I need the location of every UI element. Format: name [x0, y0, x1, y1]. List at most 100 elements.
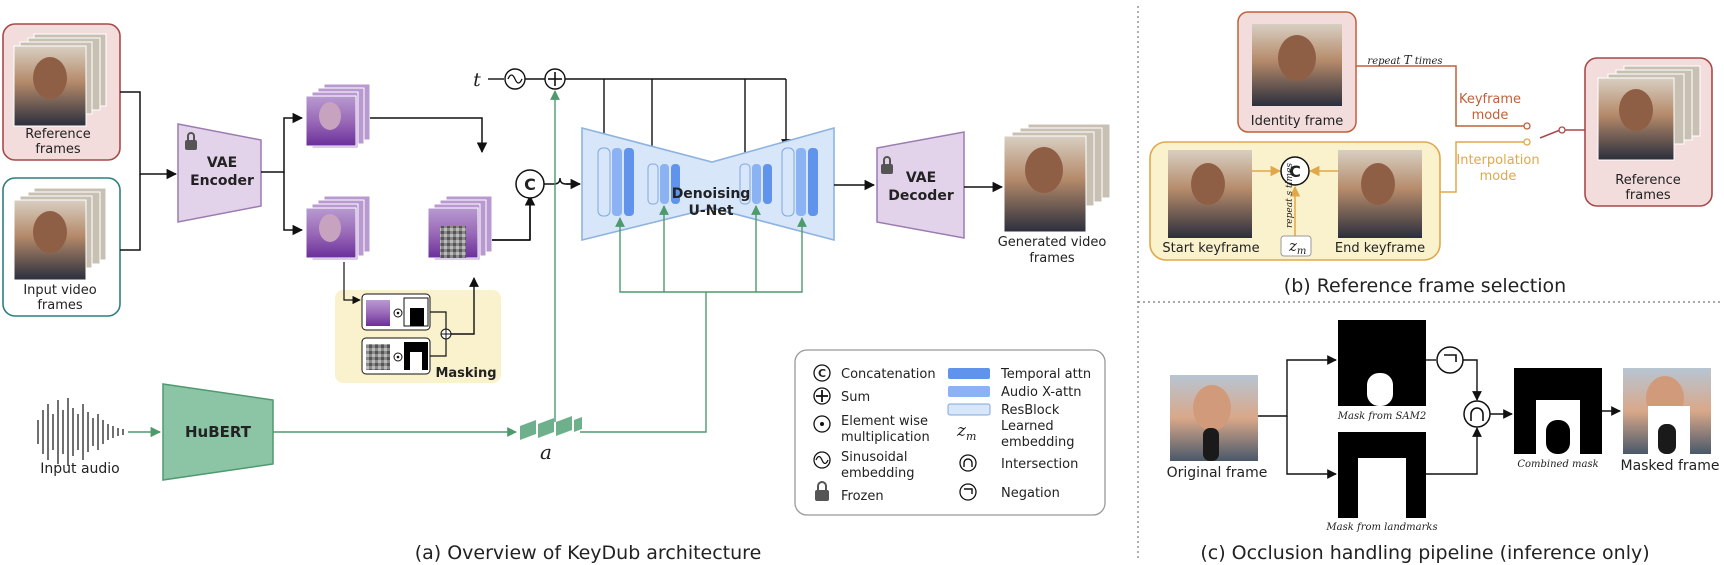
keyframe-selection-group: Start keyframe End keyframe C repeat s t…	[1149, 141, 1441, 261]
a-symbol: a	[540, 440, 552, 464]
intersection-op-icon	[1463, 400, 1491, 428]
legend-intersection-icon	[959, 454, 977, 472]
input-audio-label: Input audio	[40, 461, 120, 477]
legend-negation-icon	[959, 483, 977, 501]
panel-b-reference-frames: Reference frames	[1584, 57, 1713, 207]
identity-frame-label: Identity frame	[1251, 114, 1344, 129]
generated-frames-stack: Generated video frames	[998, 123, 1111, 266]
masked-latent-stack	[427, 195, 493, 261]
input-to-encoder-line	[120, 174, 141, 251]
ref-latent-to-concat-arrow	[370, 117, 488, 154]
panel-a-caption: (a) Overview of KeyDub architecture	[415, 542, 762, 564]
legend-concat-icon	[813, 364, 831, 382]
decoder-lock-icon	[881, 164, 893, 174]
reference-to-encoder-arrow	[120, 91, 178, 180]
mask-sam2	[1338, 320, 1426, 406]
encoder-to-input-latent-arrow	[283, 172, 304, 236]
vae-decoder-label-2: Decoder	[888, 188, 954, 204]
panel-b-reference-label-1: Reference	[1615, 173, 1680, 188]
identity-frame-group: Identity frame	[1237, 11, 1357, 133]
vae-encoder-label-2: Encoder	[190, 173, 254, 189]
legend-resblock-swatch	[947, 403, 991, 416]
vae-encoder-label-1: VAE	[207, 155, 237, 171]
encoder-to-ref-latent-arrow	[261, 112, 304, 173]
audio-embedding-blocks	[520, 416, 582, 440]
input-video-label-2: frames	[37, 298, 83, 313]
legend-intersection: Intersection	[1001, 457, 1078, 472]
keyframe-mode-label-2: mode	[1472, 108, 1509, 123]
end-keyframe-label: End keyframe	[1335, 241, 1425, 256]
unet-resblock-1	[597, 147, 611, 217]
panel-b-reference-label-2: frames	[1625, 188, 1671, 203]
audio-feed-1	[580, 217, 707, 433]
mask-landmarks	[1338, 432, 1426, 518]
vae-encoder: VAE Encoder	[177, 123, 262, 223]
panel-b-caption: (b) Reference frame selection	[1284, 275, 1566, 297]
masked-frame-label: Masked frame	[1620, 458, 1719, 474]
legend-temporal-attn: Temporal attn	[1000, 367, 1091, 382]
vae-decoder-label-1: VAE	[906, 170, 936, 186]
hubert-label: HuBERT	[185, 423, 252, 441]
legend-sinusoidal-1: Sinusoidal	[841, 450, 908, 465]
encoder-lock-icon	[185, 140, 197, 150]
mask-landmarks-label: Mask from landmarks	[1325, 522, 1437, 533]
unet-label-2: U-Net	[688, 203, 733, 219]
legend-elementwise-1: Element wise	[841, 414, 928, 429]
generated-label-1: Generated video	[998, 235, 1107, 250]
hubert-encoder: HuBERT	[162, 383, 274, 481]
svg-text:C: C	[1289, 162, 1301, 181]
legend: C Concatenation Sum Element wise multipl…	[794, 349, 1106, 516]
keyframe-mode-label-1: Keyframe	[1459, 92, 1521, 107]
vae-decoder: VAE Decoder	[876, 131, 965, 239]
legend-learned-2: embedding	[1001, 435, 1075, 450]
original-frame-label: Original frame	[1167, 465, 1268, 481]
interpolation-mode-label-2: mode	[1480, 169, 1517, 184]
masked-to-concat-line	[492, 196, 531, 241]
legend-audio-xattn: Audio X-attn	[1001, 385, 1081, 400]
reference-frames-label-2: frames	[35, 142, 81, 157]
input-video-group: Input video frames	[2, 177, 121, 317]
svg-text:C: C	[818, 367, 826, 380]
legend-learned-1: Learned	[1001, 419, 1054, 434]
legend-lock-icon	[815, 490, 829, 501]
interpolation-mode-line	[1440, 141, 1524, 193]
unet-temporal-attn-1	[624, 148, 634, 216]
unet-label-1: Denoising	[672, 186, 751, 202]
legend-sum: Sum	[841, 390, 870, 405]
legend-temporal-swatch	[948, 368, 990, 379]
legend-frozen: Frozen	[841, 489, 884, 504]
reference-frames-label-1: Reference	[25, 127, 90, 142]
legend-box	[794, 349, 1106, 516]
mask-sam2-label: Mask from SAM2	[1337, 411, 1426, 422]
switch-keyframe-contact	[1523, 122, 1531, 130]
reference-frames-group: Reference frames	[2, 23, 121, 161]
zm-block: zm	[1288, 237, 1306, 257]
combined-mask-label: Combined mask	[1517, 459, 1598, 470]
legend-elementwise-2: multiplication	[841, 430, 930, 445]
original-frame	[1170, 375, 1258, 461]
repeat-t-label: repeat T times	[1367, 53, 1442, 67]
negation-op-icon	[1436, 346, 1464, 374]
keyframe-concat-icon	[1280, 156, 1310, 186]
repeat-s-label: repeat s times	[1285, 163, 1295, 228]
panel-c-caption: (c) Occlusion handling pipeline (inferen…	[1200, 542, 1649, 564]
audio-waveform-icon	[37, 398, 124, 466]
legend-negation: Negation	[1001, 486, 1060, 501]
interpolation-mode-label-1: Interpolation	[1456, 153, 1539, 168]
legend-zm-symbol: zm	[956, 421, 976, 443]
legend-audio-swatch	[948, 386, 990, 397]
switch-lever	[1539, 129, 1561, 139]
concat-symbol: C	[524, 175, 536, 194]
t-symbol: t	[473, 69, 481, 91]
generated-label-2: frames	[1029, 251, 1075, 266]
elementwise-op-icon	[393, 308, 403, 318]
input-latent-stack	[305, 195, 371, 261]
input-video-label-1: Input video	[23, 283, 96, 298]
masking-panel: Masking	[335, 262, 501, 383]
start-keyframe-label: Start keyframe	[1162, 241, 1259, 256]
masked-frame	[1623, 368, 1711, 454]
combined-mask	[1514, 368, 1602, 454]
keyframe-mode-line	[1356, 65, 1524, 127]
legend-resblock: ResBlock	[1001, 403, 1060, 418]
